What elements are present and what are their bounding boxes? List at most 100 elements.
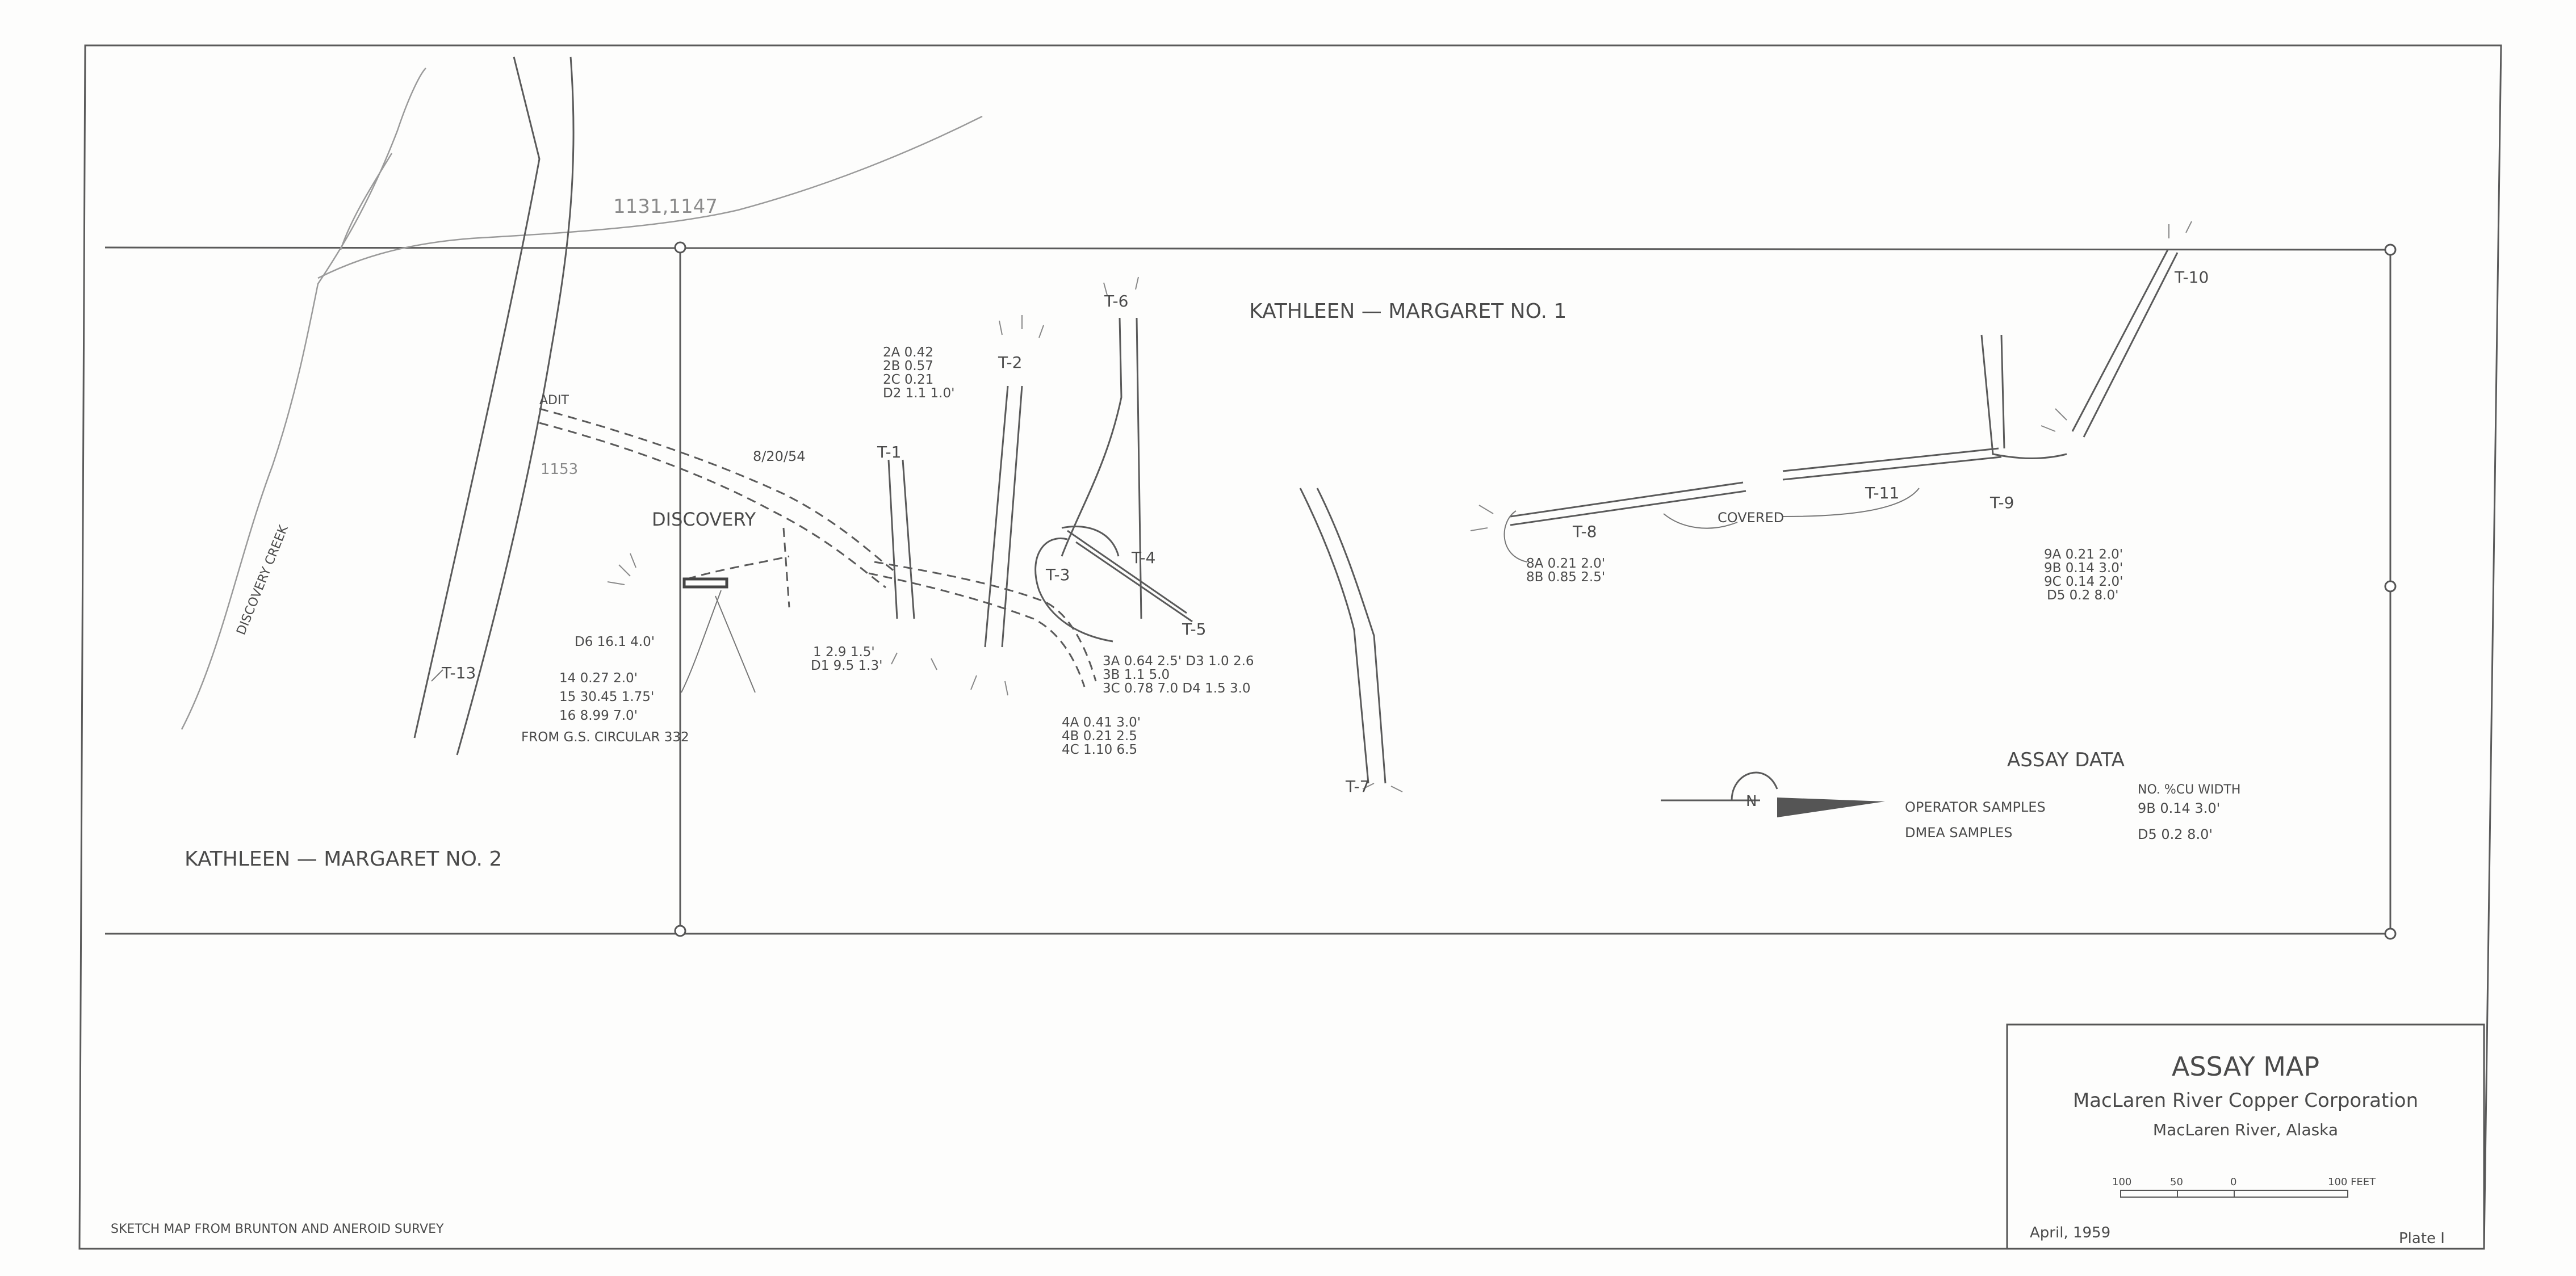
legend-operator: OPERATOR SAMPLES: [1905, 799, 2046, 815]
svg-text:3A 0.64 2.5' D3 1.0 2: 3A 0.64 2.5' D3 1.0 2.6: [1103, 654, 1254, 669]
svg-text:9B 0.14 3.0': 9B 0.14 3.0': [2044, 561, 2123, 576]
scale-label: 100 FEET: [2328, 1176, 2376, 1188]
scale-label: 100: [2112, 1176, 2131, 1188]
svg-text:1 2.9 1.5': 1 2.9 1.5': [813, 645, 875, 660]
elevation-top: 1131,1147: [613, 195, 718, 218]
svg-text:2A 0.42: 2A 0.42: [883, 345, 933, 360]
samples-t9: 9A 0.21 2.0' 9B 0.14 3.0' 9C 0.14 2.0' D…: [2044, 547, 2123, 603]
company-name: MacLaren River Copper Corporation: [2073, 1089, 2418, 1112]
scale-bar: [2120, 1190, 2348, 1198]
creek-label: DISCOVERY CREEK: [234, 523, 291, 637]
svg-text:3C 0.78 7.0 D4 1.5 3: 3C 0.78 7.0 D4 1.5 3.0: [1103, 681, 1251, 696]
samples-t4: 4A 0.41 3.0' 4B 0.21 2.5 4C 1.10 6.5: [1062, 715, 1141, 757]
trench-label: T-6: [1104, 292, 1128, 310]
adit-label: ADIT: [539, 393, 569, 408]
trench-13-line: [431, 669, 443, 682]
claim-label-km1: KATHLEEN — MARGARET NO. 1: [1249, 300, 1566, 323]
claim-corner-marker: [674, 925, 686, 937]
svg-text:FROM G.S. CIRCULAR 332: FROM G.S. CIRCULAR 332: [521, 730, 689, 745]
svg-text:D5 0.2 8.0': D5 0.2 8.0': [2047, 588, 2118, 603]
svg-text:8B 0.85 2.5': 8B 0.85 2.5': [1526, 570, 1605, 585]
elevation-adit: 1153: [541, 461, 578, 478]
svg-text:3B 1.1 5.0: 3B 1.1 5.0: [1103, 668, 1170, 682]
trench-2-line: [984, 385, 1023, 648]
survey-date: 8/20/54: [753, 448, 806, 464]
svg-text:4A 0.41 3.0': 4A 0.41 3.0': [1062, 715, 1141, 730]
creek-tributary: [317, 115, 983, 279]
adit-trail: [539, 422, 886, 589]
trench-3-loop: [1034, 525, 1120, 643]
svg-text:2C 0.21: 2C 0.21: [883, 372, 933, 387]
map-title: ASSAY MAP: [2172, 1051, 2319, 1082]
svg-text:D1 9.5 1.3': D1 9.5 1.3': [811, 658, 882, 673]
trench-3-trail: [874, 561, 1097, 682]
svg-text:D2 1.1 1.0': D2 1.1 1.0': [883, 386, 954, 401]
svg-text:9C 0.14 2.0': 9C 0.14 2.0': [2044, 574, 2123, 589]
north-label: N: [1746, 793, 1757, 810]
legend-dmea-values: D5 0.2 8.0': [2138, 826, 2213, 842]
claim-corner-marker: [2384, 580, 2397, 593]
claim-corner-marker: [2384, 927, 2397, 940]
discovery-label: DISCOVERY: [652, 509, 756, 530]
scale-label: 0: [2230, 1176, 2236, 1188]
samples-discovery: 14 0.27 2.0' 15 30.45 1.75' 16 8.99 7.0'…: [521, 671, 689, 745]
discovery-leader: [681, 590, 756, 693]
covered-leader: [1663, 488, 1920, 529]
map-date: April, 1959: [2030, 1224, 2110, 1241]
north-arrow-pointer: [1777, 798, 1885, 817]
trench-4-line: [1067, 530, 1193, 623]
trench-label: T-2: [998, 353, 1022, 372]
ridge-line: [413, 56, 541, 738]
trench-10-line: [2071, 249, 2179, 438]
creek-tributary: [340, 153, 393, 250]
trench-7-line: [1299, 488, 1387, 784]
trench-11-line: [1782, 447, 2002, 481]
workings-hachures: [607, 221, 2192, 792]
trench-label: T-5: [1182, 620, 1206, 639]
discovery-workings: [682, 577, 728, 589]
samples-discovery-d6: D6 16.1 4.0': [575, 635, 655, 649]
trench-label: T-7: [1345, 777, 1369, 796]
claim-corner-marker: [2384, 244, 2397, 256]
trench-label: T-10: [2174, 268, 2209, 287]
samples-t1: 1 2.9 1.5' D1 9.5 1.3': [811, 645, 882, 673]
sheet-border: [78, 44, 2502, 1250]
svg-text:15 30.45 1.75': 15 30.45 1.75': [559, 690, 654, 704]
trench-1-line: [887, 459, 915, 619]
discovery-trail: [686, 527, 790, 608]
trench-label: T-13: [441, 664, 476, 682]
trench-3-trail: [868, 572, 1086, 687]
samples-t8: 8A 0.21 2.0' 8B 0.85 2.5': [1526, 556, 1605, 585]
trench-6-line: [1061, 317, 1142, 619]
samples-t3: 3A 0.64 2.5' D3 1.0 2.6 3B 1.1 5.0 3C 0.…: [1103, 654, 1254, 696]
trench-label: T-4: [1131, 548, 1155, 567]
claim-boundary-top: [104, 246, 2391, 251]
trench-label: T-3: [1045, 565, 1070, 584]
t8-leader: [1503, 510, 1528, 563]
covered-label: COVERED: [1718, 510, 1784, 526]
svg-text:4B 0.21 2.5: 4B 0.21 2.5: [1062, 729, 1137, 744]
legend-operator-values: 9B 0.14 3.0': [2138, 800, 2220, 816]
trench-label: T-8: [1572, 522, 1597, 541]
svg-text:16 8.99 7.0': 16 8.99 7.0': [559, 708, 638, 723]
scale-label: 50: [2170, 1176, 2183, 1188]
trench-9-line: [1980, 334, 2067, 459]
map-location: MacLaren River, Alaska: [2153, 1120, 2338, 1139]
trench-label: T-1: [877, 443, 901, 461]
legend-title: ASSAY DATA: [2007, 749, 2125, 771]
title-block: [2006, 1023, 2485, 1250]
claim-corner-marker: [674, 241, 686, 254]
ridge-line: [456, 56, 575, 755]
svg-text:9A 0.21 2.0': 9A 0.21 2.0': [2044, 547, 2123, 562]
samples-t2: 2A 0.42 2B 0.57 2C 0.21 D2 1.1 1.0': [883, 345, 954, 401]
trench-label: T-11: [1865, 484, 1899, 502]
discovery-creek: [181, 68, 426, 730]
legend-header: NO. %CU WIDTH: [2138, 783, 2240, 797]
plate-number: Plate I: [2399, 1230, 2445, 1247]
claim-label-km2: KATHLEEN — MARGARET NO. 2: [185, 847, 502, 871]
north-arrow-arc: [1731, 771, 1778, 801]
svg-text:8A 0.21 2.0': 8A 0.21 2.0': [1526, 556, 1605, 571]
svg-text:14 0.27 2.0': 14 0.27 2.0': [559, 671, 638, 686]
